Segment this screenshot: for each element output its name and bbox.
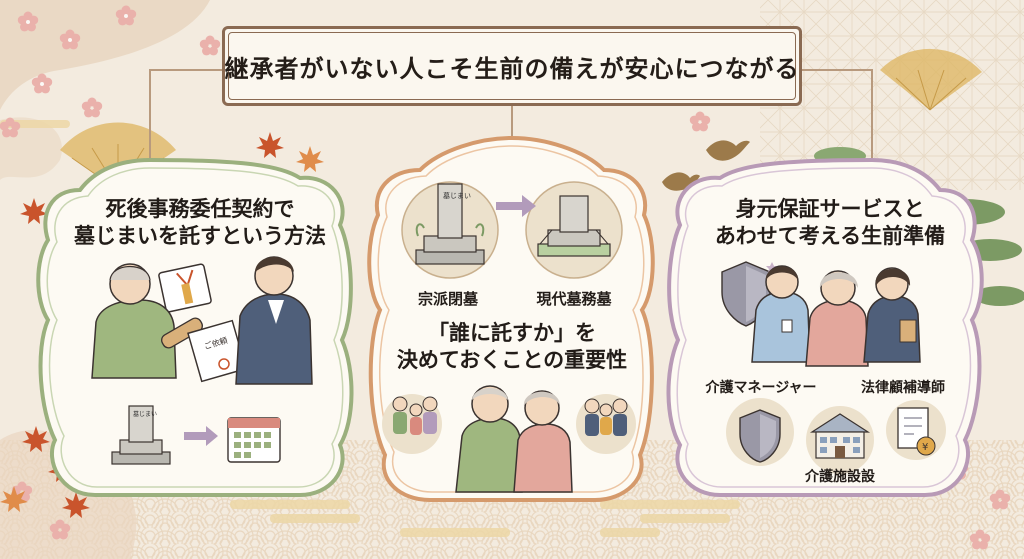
label-old-grave: 宗派閉墓 xyxy=(417,290,478,308)
arrow-right-icon xyxy=(496,195,536,217)
shield-icon xyxy=(726,398,794,466)
label-new-grave: 現代墓務墓 xyxy=(536,290,612,308)
title-banner: 継承者がいない人こそ生前の備えが安心につながる xyxy=(222,26,802,106)
right-panel-title-line2: あわせて考える生前準備 xyxy=(714,223,946,248)
left-grave-label: 墓じまい xyxy=(133,410,157,418)
left-panel-title: 死後事務委任契約で 墓じまいを託すという方法 xyxy=(68,196,332,250)
elderly-couple-icon xyxy=(455,385,573,493)
cloud-pattern-icon xyxy=(0,120,740,537)
envelope-icon xyxy=(158,263,212,313)
yen-document-icon: ¥ xyxy=(886,400,946,460)
center-panel-title: 「誰に託すか」を 決めておくことの重要性 xyxy=(392,320,632,374)
left-panel-title-line1: 死後事務委任契約で xyxy=(105,197,295,221)
caregiver-icon xyxy=(751,265,811,363)
center-panel-title-line2: 決めておくことの重要性 xyxy=(396,347,628,372)
professional-woman-icon xyxy=(863,267,921,363)
label-legal: 法律顧補導師 xyxy=(861,380,945,396)
main-title: 継承者がいない人こそ生前の備えが安心につながる xyxy=(224,54,800,83)
center-panel-title-line1: 「誰に託すか」を xyxy=(428,321,596,345)
right-panel-title: 身元保証サービスと あわせて考える生前準備 xyxy=(700,196,960,250)
scroll-icon xyxy=(160,317,204,349)
elderly-woman-icon xyxy=(805,270,869,367)
arrow-right-icon xyxy=(184,426,218,446)
right-panel-title-line1: 身元保証サービスと xyxy=(735,197,925,221)
professional-man-icon xyxy=(235,256,313,385)
elderly-man-icon xyxy=(91,263,177,379)
family-icon xyxy=(382,394,636,454)
grave-icon: 墓じまい xyxy=(111,405,171,465)
left-panel-title-line2: 墓じまいを託すという方法 xyxy=(74,223,326,248)
modern-grave-icon xyxy=(537,195,611,257)
traditional-grave-icon: 墓じまい xyxy=(415,183,485,265)
label-facility: 介護施設設 xyxy=(805,469,875,485)
building-icon xyxy=(806,406,874,474)
svg-text:¥: ¥ xyxy=(922,442,928,453)
label-care-manager: 介護マネージャー xyxy=(705,380,817,396)
calendar-icon xyxy=(227,417,281,463)
center-grave-label: 墓じまい xyxy=(443,191,471,200)
